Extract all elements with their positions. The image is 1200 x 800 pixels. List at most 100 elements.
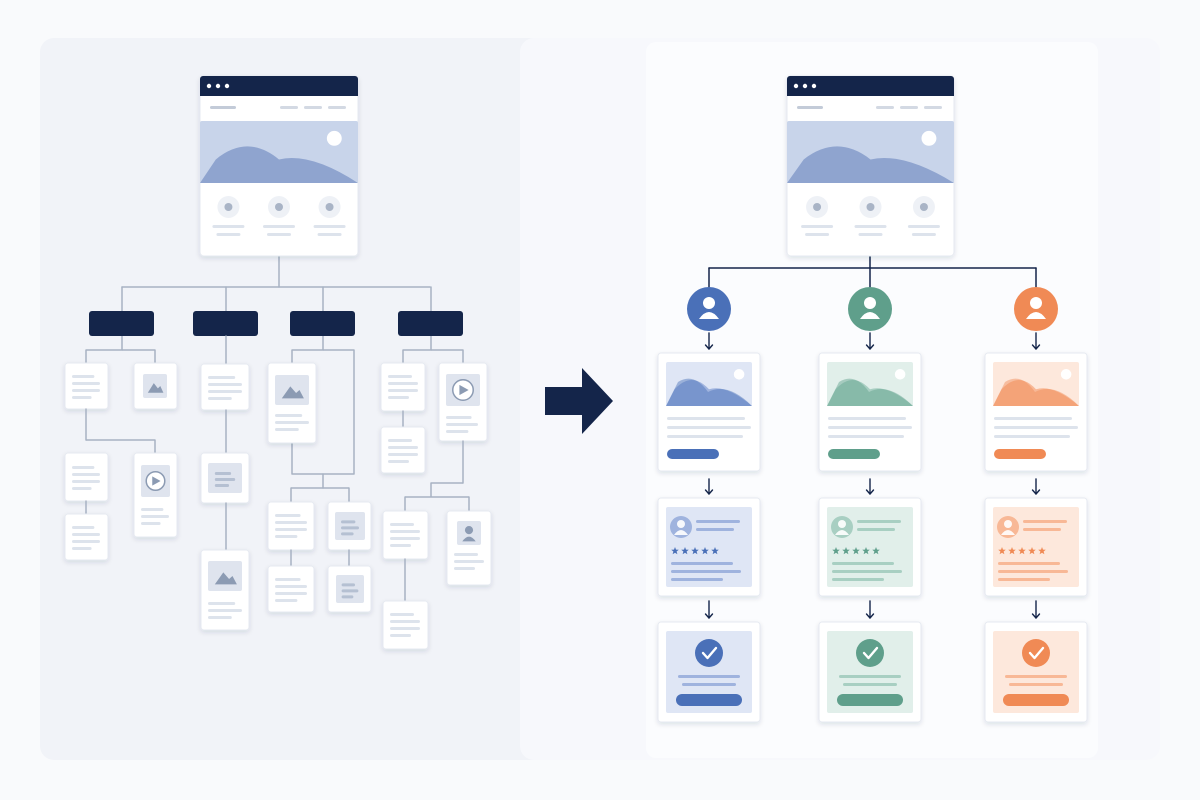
card-body [200, 363, 250, 411]
star-icon [701, 547, 709, 555]
star-icon [1028, 547, 1036, 555]
sun-icon [326, 130, 342, 146]
text-line [341, 532, 354, 536]
text-line [275, 421, 309, 424]
confirmation-panel [993, 631, 1079, 713]
check-circle-icon [856, 639, 884, 667]
text-line [275, 428, 299, 431]
text-line [667, 435, 743, 438]
check-icon [701, 646, 718, 660]
cta-button [994, 449, 1046, 459]
text-line [72, 547, 92, 550]
page-node [380, 362, 426, 412]
card-body [64, 513, 109, 561]
page-node [133, 452, 178, 538]
play-icon [152, 476, 161, 486]
text-line [216, 233, 241, 236]
text-line [446, 423, 478, 426]
user-body-icon [860, 312, 880, 319]
text-line [388, 375, 412, 378]
mountain-front-icon [666, 378, 752, 406]
window-dot-icon [811, 83, 817, 89]
reviewer-head-icon [838, 520, 846, 528]
confirmation-card [984, 621, 1088, 723]
text-line [805, 233, 830, 236]
reviewer-head-icon [677, 520, 685, 528]
confirmation-card [818, 621, 922, 723]
window-dot-icon [215, 83, 221, 89]
connector [402, 336, 432, 363]
page-node [267, 362, 317, 444]
nav-link-placeholder [280, 106, 298, 109]
star-icon [671, 547, 679, 555]
text-line [275, 585, 307, 588]
text-line [275, 521, 307, 524]
text-line [832, 562, 894, 565]
connector [85, 336, 123, 363]
mountain-front-icon [993, 378, 1079, 406]
page-node [438, 362, 488, 442]
nav-link-placeholder [304, 106, 322, 109]
text-line [994, 417, 1072, 420]
text-line [857, 528, 895, 531]
arrow-head-icon [704, 613, 714, 619]
card-body [267, 565, 315, 613]
connector [431, 349, 464, 363]
page-node [267, 565, 315, 613]
check-circle-icon [1022, 639, 1050, 667]
star-icon [1008, 547, 1016, 555]
text-line [275, 414, 303, 417]
arrow-head-icon [1031, 489, 1041, 495]
text-line [678, 675, 740, 678]
arrow-head-icon [865, 489, 875, 495]
text-line [828, 417, 906, 420]
text-line [72, 540, 100, 543]
text-block-icon [335, 512, 365, 540]
text-line [141, 515, 169, 518]
text-line [263, 225, 295, 228]
before-sitemap [64, 255, 492, 650]
card-body [382, 600, 429, 650]
text-line [317, 233, 342, 236]
text-line [998, 570, 1068, 573]
arrow-head-icon [704, 344, 714, 350]
text-line [208, 616, 232, 619]
star-icon [1018, 547, 1026, 555]
card-body [64, 452, 109, 502]
page-node [64, 452, 109, 502]
text-line [828, 426, 912, 429]
logo-placeholder [797, 106, 823, 109]
page-node [327, 501, 372, 551]
journey-blue [657, 267, 761, 723]
text-line [1009, 683, 1063, 686]
connector [86, 439, 156, 453]
logo-placeholder [210, 106, 236, 109]
arrow-head-icon [1031, 344, 1041, 350]
text-line [994, 435, 1070, 438]
page-node [382, 600, 429, 650]
text-line [832, 578, 884, 581]
page-node [446, 510, 492, 586]
text-line [671, 562, 733, 565]
confirm-button [1003, 694, 1069, 706]
text-line [388, 439, 412, 442]
check-circle-icon [695, 639, 723, 667]
user-head-icon [864, 297, 876, 309]
window-dot-icon [224, 83, 230, 89]
play-icon [459, 384, 469, 396]
body-icon [462, 536, 476, 542]
feature-dot-icon [325, 203, 334, 211]
text-line [141, 508, 164, 511]
text-line [388, 396, 409, 399]
browser-title-bar-base [200, 90, 358, 96]
text-line [911, 233, 936, 236]
arrow-head-icon [865, 344, 875, 350]
star-icon [862, 547, 870, 555]
mountain-icon [214, 572, 237, 585]
window-dot-icon [793, 83, 799, 89]
text-line [828, 435, 904, 438]
text-line [72, 382, 100, 385]
sun-icon [894, 369, 906, 380]
reviewer-body-icon [835, 530, 849, 535]
